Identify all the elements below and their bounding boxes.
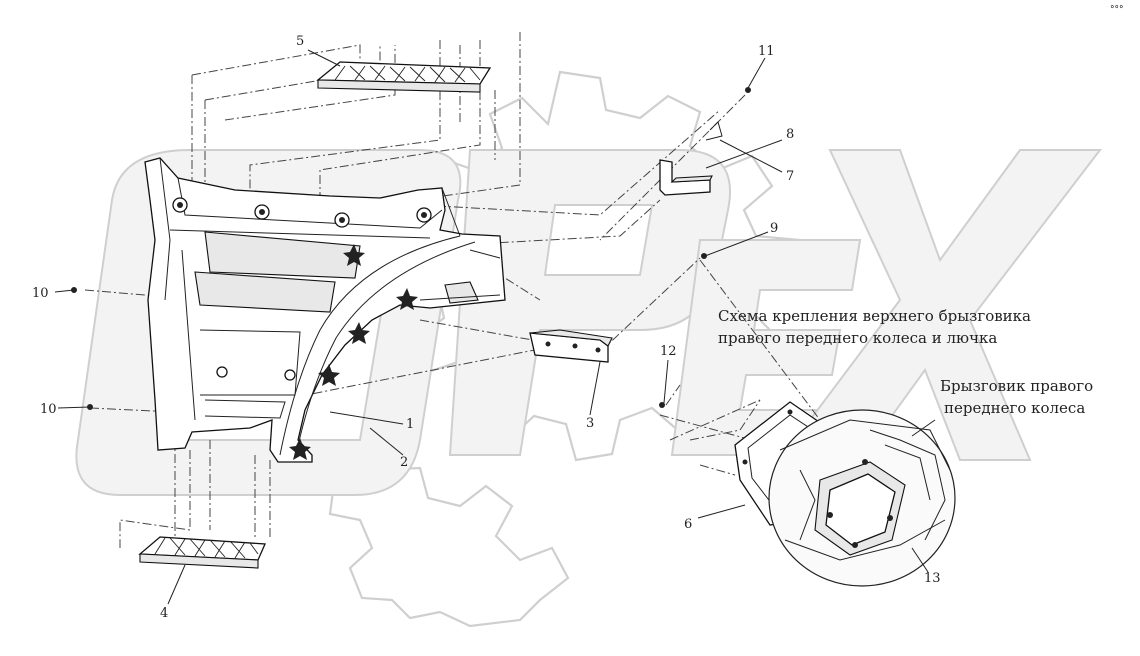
label-4: 4 (160, 606, 168, 621)
captions: Схема крепления верхнего брызговика прав… (718, 307, 1093, 417)
label-13: 13 (924, 571, 941, 586)
callout-numbers: 5 11 8 7 9 10 10 1 2 3 4 12 6 13 (32, 34, 941, 621)
fasteners (71, 87, 751, 410)
label-10-lower: 10 (40, 402, 57, 417)
leader-lines (54, 49, 936, 605)
label-7: 7 (786, 169, 794, 184)
scheme-caption-line-1: Схема крепления верхнего брызговика (718, 307, 1031, 325)
label-11: 11 (758, 44, 775, 59)
mudguard-caption-line-1: Брызговик правого (940, 377, 1093, 395)
watermark-gear-lower (328, 466, 570, 628)
bracket-7 (659, 121, 723, 196)
wheel-arch-panel (144, 157, 506, 463)
fastener-11 (745, 87, 751, 93)
clip-stars (289, 244, 418, 460)
arch-curve-inner (295, 241, 476, 456)
label-5: 5 (296, 34, 304, 49)
label-1: 1 (406, 417, 414, 432)
lower-step-4 (138, 536, 266, 569)
label-12: 12 (660, 344, 677, 359)
label-9: 9 (770, 221, 778, 236)
label-10-upper: 10 (32, 286, 49, 301)
fastener-9 (701, 253, 707, 259)
mudguard-caption-line-2: переднего колеса (944, 399, 1085, 417)
scheme-caption-line-2: правого переднего колеса и лючка (718, 329, 997, 347)
arch-curve-outer (279, 235, 461, 456)
label-3: 3 (586, 416, 594, 431)
bolt-holes (172, 197, 432, 381)
label-6: 6 (684, 517, 692, 532)
arch-inner-box (204, 231, 361, 279)
corner-mark: °°° (1110, 5, 1124, 15)
upper-step-5 (316, 61, 492, 93)
label-8: 8 (786, 127, 794, 142)
mudguard-detail-view (768, 409, 956, 587)
label-2: 2 (400, 455, 408, 470)
fastener-12 (659, 402, 665, 408)
bracket-3 (529, 329, 613, 363)
